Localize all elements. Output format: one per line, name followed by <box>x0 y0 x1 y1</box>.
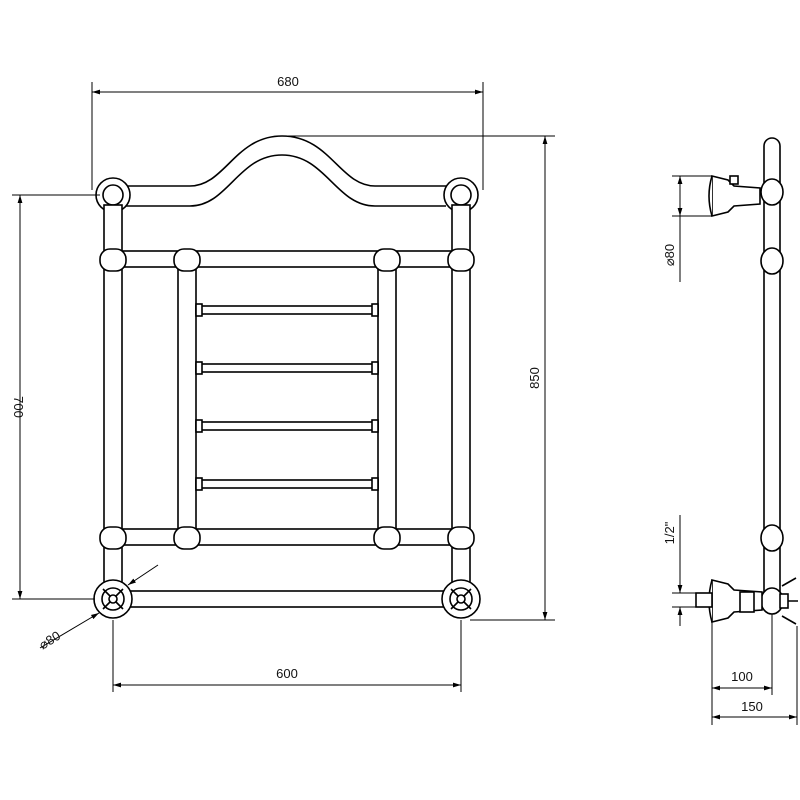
front-dimensions: 680 700 850 600 ⌀80 <box>11 74 555 692</box>
right-inner-post <box>377 261 397 533</box>
dim-100-label: 100 <box>731 669 753 684</box>
dim-150-label: 150 <box>741 699 763 714</box>
side-dimensions: ⌀80 1/2" 100 150 <box>662 175 798 725</box>
dim-flange-front-label: ⌀80 <box>36 628 63 653</box>
side-view <box>695 137 798 625</box>
lower-rail <box>112 528 462 546</box>
bottom-left-valve <box>93 579 133 619</box>
bottom-rail <box>112 590 462 608</box>
dim-700-label: 700 <box>11 396 26 418</box>
dim-600-label: 600 <box>276 666 298 681</box>
front-view <box>93 135 481 619</box>
dim-flange-side-label: ⌀80 <box>662 244 677 266</box>
upper-rail <box>112 250 462 268</box>
left-inner-post <box>177 261 197 533</box>
dim-850-label: 850 <box>527 367 542 389</box>
inner-towel-bars <box>195 303 379 491</box>
dim-thread-label: 1/2" <box>662 521 677 544</box>
bottom-right-valve <box>441 579 481 619</box>
dim-680-label: 680 <box>277 74 299 89</box>
side-valve <box>711 578 763 624</box>
